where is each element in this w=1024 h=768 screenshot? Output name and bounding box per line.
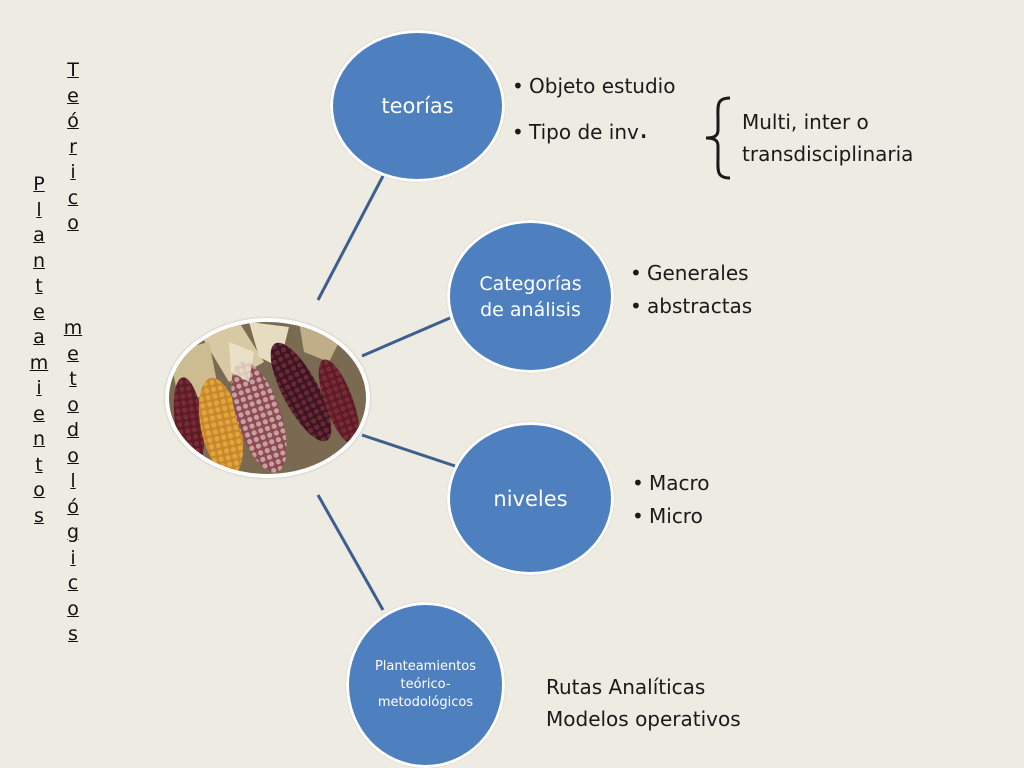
vertical-letter: t [35, 453, 43, 476]
vertical-letter: s [68, 623, 78, 645]
vertical-letter: o [67, 393, 79, 416]
vertical-letter: t [35, 275, 43, 297]
vertical-letter: r [69, 135, 77, 158]
connector-categorias [361, 316, 451, 358]
vertical-letter: a [33, 224, 45, 246]
vertical-letter: c [67, 186, 79, 209]
vertical-letter: m [63, 317, 83, 339]
categorias-bullet-list: Generales abstractas [630, 257, 752, 323]
vertical-letter: i [36, 377, 42, 399]
vertical-letter: t [69, 368, 77, 390]
vertical-letter: s [34, 504, 44, 527]
vertical-letter: i [70, 161, 76, 183]
node-planteamientos[interactable]: Planteamientos teórico- metodológicos [346, 602, 505, 768]
note-line: Rutas Analíticas [546, 675, 706, 699]
connector-planteamientos [316, 494, 385, 611]
connector-teorias [316, 175, 385, 301]
vertical-letter: e [33, 300, 45, 323]
bullet-item: Objeto estudio [512, 63, 675, 109]
vertical-letter: l [36, 198, 42, 221]
vertical-letter: o [67, 212, 79, 234]
node-niveles-label: niveles [493, 486, 568, 511]
trailing-dot: . [638, 111, 649, 146]
note-line: transdisciplinaria [742, 142, 914, 166]
bullet-item: Tipo de inv. [512, 109, 675, 155]
vertical-letter: o [67, 444, 79, 467]
note-line: Multi, inter o [742, 110, 869, 134]
vertical-letter: c [67, 572, 79, 594]
vertical-letter: n [32, 249, 46, 272]
left-brace-icon [705, 96, 731, 180]
teorias-bullet-list: Objeto estudio Tipo de inv. [512, 63, 675, 155]
node-categorias-de-analisis[interactable]: Categorías de análisis [447, 220, 614, 373]
note-multi-inter-trans: Multi, inter o transdisciplinaria [742, 106, 913, 170]
node-categorias-label: Categorías de análisis [479, 272, 582, 321]
bullet-item: Generales [630, 257, 752, 290]
bullet-item: Micro [632, 500, 710, 533]
note-rutas-modelos: Rutas Analíticas Modelos operativos [546, 671, 741, 735]
bullet-item: Macro [632, 467, 710, 500]
vertical-letter: i [70, 546, 76, 569]
node-niveles[interactable]: niveles [447, 422, 614, 575]
vertical-letter: e [67, 342, 79, 365]
vertical-letter: o [33, 479, 45, 501]
node-teorias[interactable]: teorías [330, 30, 505, 182]
corn-photo-icon [169, 322, 366, 474]
vertical-letter: P [33, 173, 45, 195]
vertical-letter: ó [67, 495, 79, 518]
note-line: Modelos operativos [546, 707, 741, 731]
node-planteamientos-label: Planteamientos teórico- metodológicos [374, 659, 477, 710]
vertical-letter: n [32, 428, 46, 450]
node-teorias-label: teorías [381, 94, 454, 118]
vertical-letter: T [67, 59, 79, 81]
vertical-letter: g [66, 521, 80, 543]
vertical-letter: a [33, 326, 45, 348]
vertical-letter: ó [67, 110, 79, 132]
connector-niveles [361, 433, 456, 468]
vertical-letter: l [70, 470, 76, 492]
vertical-letter: e [33, 402, 45, 425]
vertical-letter: o [67, 597, 79, 620]
bullet-item: abstractas [630, 290, 752, 323]
vertical-letter: d [66, 419, 80, 441]
vertical-letter: m [29, 351, 49, 374]
niveles-bullet-list: Macro Micro [632, 467, 710, 533]
corn-photo [165, 318, 370, 478]
vertical-letter: e [67, 84, 79, 107]
